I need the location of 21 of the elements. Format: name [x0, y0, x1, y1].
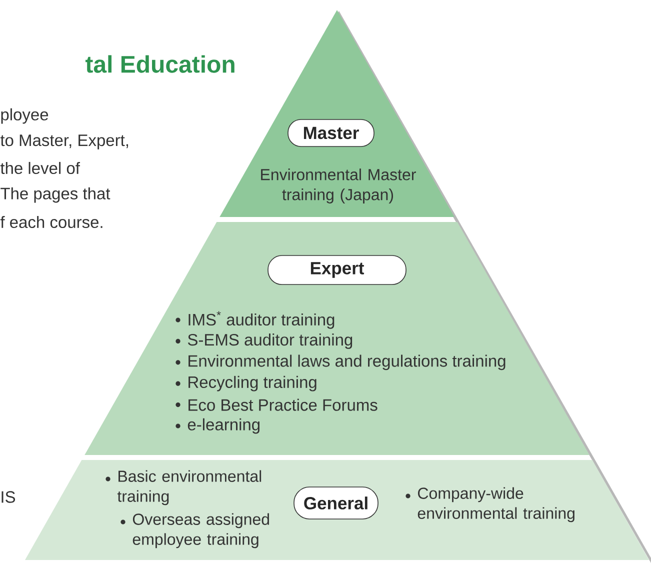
body-text: f each course.: [0, 216, 102, 228]
bullet-item: Basic environmental training: [106, 470, 262, 506]
bullet-item: e-learning: [176, 418, 260, 434]
pyramid-tier: [25, 460, 649, 560]
bullet-item: Eco Best Practice Forums: [176, 398, 378, 411]
body-text: the level of: [0, 162, 80, 174]
body-text: The pages that: [0, 187, 110, 203]
body-text: IS: [2, 491, 16, 503]
bullet-item: IMS$^{*}$ auditor training: [176, 311, 334, 329]
level-pill: Master: [288, 119, 374, 147]
level-pill: General: [294, 486, 378, 520]
heading: tal Education: [86, 55, 234, 73]
bullet-item: S-EMS auditor training: [176, 334, 352, 349]
bullet-item: Environmental laws and regulations training: [176, 354, 506, 370]
body-text: to Master, Expert,: [0, 134, 128, 150]
body-text: ployee: [1, 108, 48, 124]
bullet-item: Recycling training: [176, 376, 316, 392]
bullet-item: Company-wide environmental training: [406, 487, 574, 522]
tier-text: Environmental Master training (Japan): [261, 168, 416, 204]
bullet-item: Overseas assigned employee training: [120, 513, 269, 548]
level-pill: Expert: [268, 255, 406, 285]
